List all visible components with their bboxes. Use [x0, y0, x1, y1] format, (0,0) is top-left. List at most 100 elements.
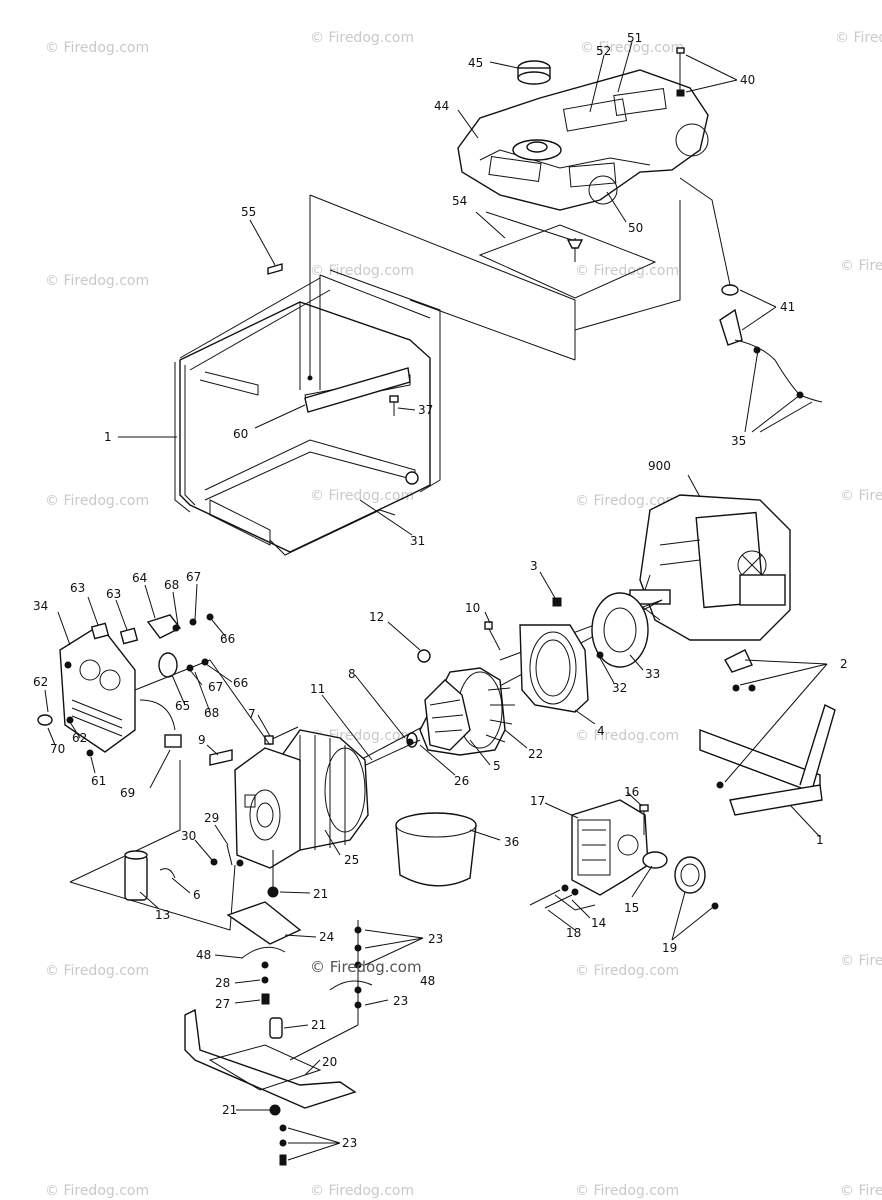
fuel-cap — [517, 60, 551, 85]
callout-label: 36 — [504, 835, 519, 849]
frame-crossbar — [304, 367, 411, 413]
callout-label: 70 — [50, 742, 65, 756]
callout-label: 11 — [310, 682, 325, 696]
callout-label: 54 — [452, 194, 467, 208]
callout-label: 63 — [70, 581, 85, 595]
watermark: © Firedog.com — [45, 40, 149, 56]
callout-label: 44 — [434, 99, 449, 113]
callout-label: 32 — [612, 681, 627, 695]
callout-label: 22 — [528, 747, 543, 761]
frame-cradle — [174, 269, 441, 556]
callout-labels: 45 44 52 51 40 50 54 55 41 37 1 60 35 90… — [33, 31, 848, 1150]
callout-label: 55 — [241, 205, 256, 219]
callout-label: 9 — [198, 733, 206, 747]
callout-label: 40 — [740, 73, 755, 87]
fuel-line-assembly — [679, 177, 823, 403]
fuel-tank — [457, 69, 709, 211]
watermark: © Firedog.com — [45, 273, 149, 289]
callout-label: 17 — [530, 794, 545, 808]
callout-label: 62 — [72, 731, 87, 745]
callout-label: 900 — [648, 459, 671, 473]
callout-label: 50 — [628, 221, 643, 235]
tank-bolts — [566, 47, 685, 262]
callout-label: 21 — [311, 1018, 326, 1032]
callout-label: 1 — [104, 430, 112, 444]
callout-label: 41 — [780, 300, 795, 314]
watermark: © Firedog.com — [575, 263, 679, 279]
callout-label: 68 — [204, 706, 219, 720]
callout-label: 51 — [627, 31, 642, 45]
callout-label: 37 — [418, 403, 433, 417]
watermark: © Firedog.com — [310, 958, 422, 976]
callout-label: 8 — [348, 667, 356, 681]
watermark: © Firedog.com — [45, 963, 149, 979]
small-fasteners-center — [264, 597, 604, 745]
callout-label: 21 — [313, 887, 328, 901]
callout-label: 27 — [215, 997, 230, 1011]
frame-bolt — [389, 395, 399, 416]
rotor-leaders — [321, 674, 528, 776]
mount-hardware-right — [289, 920, 373, 1061]
callout-label: 65 — [175, 699, 190, 713]
watermark: © Firedog.com — [310, 30, 414, 46]
muffler-hardware — [529, 884, 596, 911]
engine-base-legs — [724, 649, 756, 692]
watermark: © Firedog.com — [840, 488, 882, 504]
callout-label: 69 — [120, 786, 135, 800]
callout-label: 5 — [493, 759, 501, 773]
callout-label: 67 — [186, 570, 201, 584]
callout-label: 29 — [204, 811, 219, 825]
stator-small-parts — [210, 844, 244, 867]
callout-label: 66 — [233, 676, 248, 690]
callout-label: 12 — [369, 610, 384, 624]
capacitor — [124, 850, 176, 901]
callout-label: 67 — [208, 680, 223, 694]
callout-label: 48 — [196, 948, 211, 962]
watermark: © Firedog.com — [835, 30, 882, 46]
callout-label: 23 — [393, 994, 408, 1008]
callout-label: 24 — [319, 930, 334, 944]
watermark: © Firedog.com — [580, 40, 684, 56]
callout-label: 45 — [468, 56, 483, 70]
adapter-gasket — [591, 592, 649, 668]
watermark: © Firedog.com — [310, 1183, 414, 1199]
stator-leaders — [194, 714, 341, 861]
callout-label: 6 — [193, 888, 201, 902]
callout-label: 35 — [731, 434, 746, 448]
callout-label: 30 — [181, 829, 196, 843]
panel-leaders — [44, 583, 233, 909]
muffler — [571, 799, 649, 896]
frame-leaders — [118, 219, 416, 536]
outlets — [90, 613, 214, 678]
watermark: © Firedog.com — [840, 1183, 882, 1199]
watermark: © Firedog.com — [310, 488, 414, 504]
watermark: © Firedog.com — [45, 493, 149, 509]
callout-label: 23 — [342, 1136, 357, 1150]
frame-decal — [267, 263, 313, 381]
watermark: © Firedog.com — [310, 263, 414, 279]
watermark: © Firedog.com — [575, 963, 679, 979]
callout-label: 28 — [215, 976, 230, 990]
callout-label: 13 — [155, 908, 170, 922]
callout-label: 10 — [465, 601, 480, 615]
callout-label: 60 — [233, 427, 248, 441]
muffler-leaders — [544, 791, 713, 941]
callout-label: 62 — [33, 675, 48, 689]
brush-holder — [209, 749, 233, 766]
watermark: © Firedog.com — [575, 493, 679, 509]
callout-label: 4 — [597, 724, 605, 738]
tank-mount-lines — [309, 194, 681, 378]
callout-label: 7 — [248, 707, 256, 721]
mount-leaders — [214, 891, 424, 1161]
watermark: © Firedog.com — [575, 728, 679, 744]
muffler-gasket — [642, 851, 668, 869]
callout-label: 26 — [454, 774, 469, 788]
spark-arrestor-screen — [674, 856, 719, 910]
callout-label: 25 — [344, 853, 359, 867]
callout-label: 1 — [816, 833, 824, 847]
callout-label: 14 — [591, 916, 606, 930]
callout-label: 19 — [662, 941, 677, 955]
callout-label: 21 — [222, 1103, 237, 1117]
callout-label: 63 — [106, 587, 121, 601]
callout-label: 31 — [410, 534, 425, 548]
